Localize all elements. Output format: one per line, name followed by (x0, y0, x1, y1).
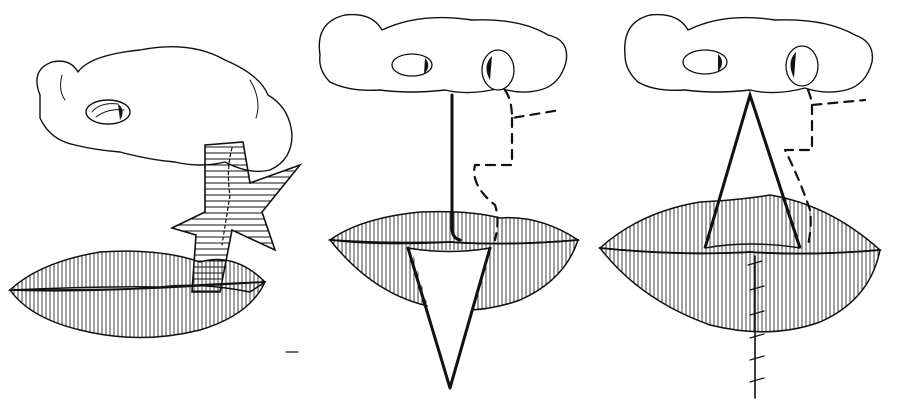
triangular-flap-closure-panel (600, 15, 880, 398)
nose-illustration-3 (625, 15, 873, 93)
nose-illustration-2 (319, 15, 566, 93)
nose-illustration (37, 47, 292, 172)
lips-illustration-2 (330, 212, 578, 385)
star-flap-panel (10, 47, 300, 352)
lips-illustration-3 (600, 195, 880, 332)
wedge-incision-panel (319, 15, 578, 388)
lips-illustration (10, 251, 265, 337)
